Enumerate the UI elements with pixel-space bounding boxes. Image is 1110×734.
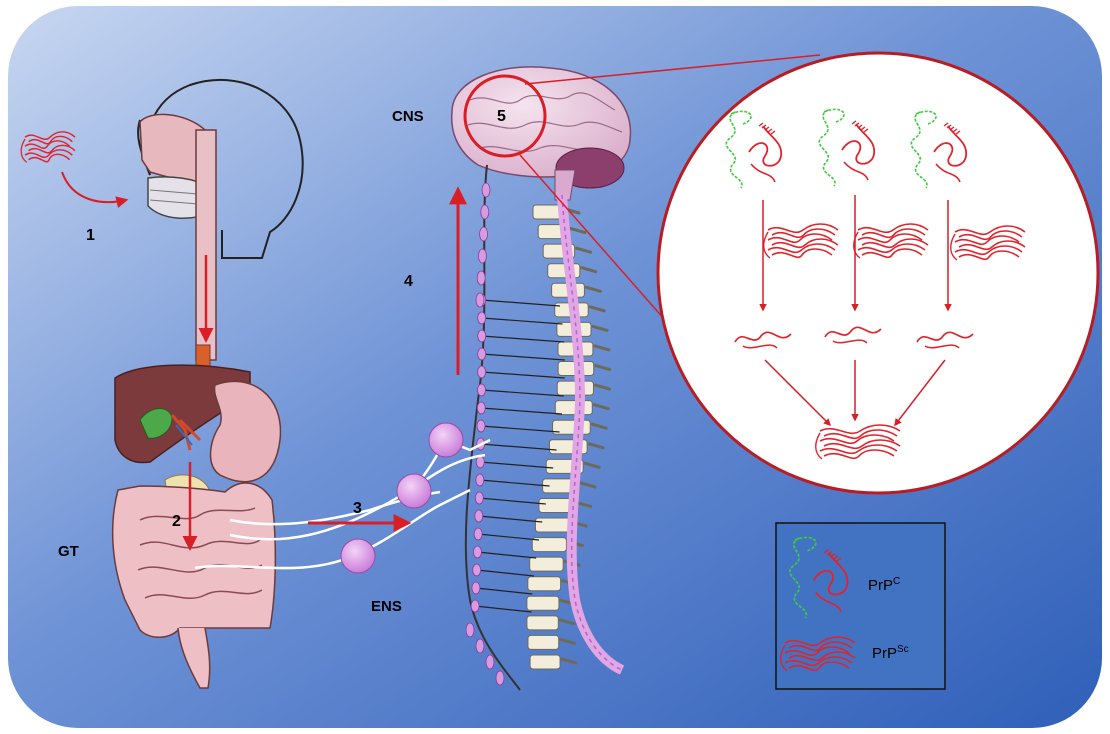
ens-label: ENS xyxy=(371,598,402,615)
prpc-monomer-1 xyxy=(725,110,782,189)
ens-ganglion-middle xyxy=(396,473,432,509)
cns-label: CNS xyxy=(392,108,424,125)
zoom-line-top xyxy=(524,54,821,85)
gallbladder-and-ducts xyxy=(139,408,202,451)
ingestion-arrow xyxy=(61,171,129,209)
spinal-nerves xyxy=(475,299,565,613)
step-3-label: 3 xyxy=(353,500,362,517)
prpc-monomer-2 xyxy=(818,108,875,187)
legend-prpsc-icon xyxy=(780,636,856,672)
legend-box xyxy=(775,522,946,690)
prpsc-aggregate-final xyxy=(815,424,901,460)
misfolded-prion-2 xyxy=(824,326,882,344)
step-4-label: 4 xyxy=(404,273,413,290)
aggregation-arrow-1 xyxy=(764,359,832,427)
prpsc-aggregate-1 xyxy=(763,223,839,259)
brainstem xyxy=(554,169,576,201)
step-1-label: 1 xyxy=(86,227,95,244)
sympathetic-ganglia xyxy=(465,182,505,686)
prpsc-aggregate-3 xyxy=(950,225,1026,261)
stomach xyxy=(209,380,282,483)
prpsc-aggregate-2 xyxy=(853,223,929,259)
legend-prpsc-label: PrPSc xyxy=(872,644,909,662)
legend-prpc-label: PrPC xyxy=(868,576,900,594)
misfolded-prion-1 xyxy=(734,331,792,349)
misfolded-prion-3 xyxy=(916,331,974,349)
step-5-label: 5 xyxy=(497,108,506,125)
ens-ganglion-bottom xyxy=(340,538,376,574)
ens-fiber-3 xyxy=(229,453,486,541)
ingested-prion xyxy=(20,131,76,163)
magnified-view-circle xyxy=(656,51,1100,495)
prpc-monomer-3 xyxy=(910,110,967,189)
step-2-label: 2 xyxy=(172,513,181,530)
legend-prpc-icon xyxy=(789,536,849,619)
esophagus-sphincter xyxy=(195,344,211,368)
zoom-line-bottom xyxy=(519,154,666,321)
aggregation-arrow-3 xyxy=(894,359,946,427)
brain-zoom-circle xyxy=(463,74,547,158)
ens-ganglion-top xyxy=(428,422,464,458)
gt-label: GT xyxy=(58,543,79,560)
